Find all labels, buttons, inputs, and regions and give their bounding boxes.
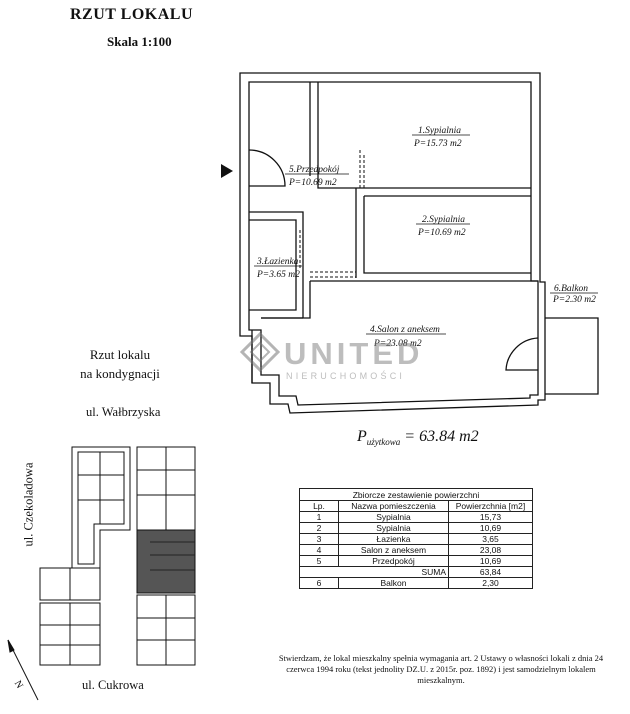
page-title: RZUT LOKALU: [70, 6, 194, 23]
table-header-area: Powierzchnia [m2]: [448, 500, 533, 512]
table-row: 1 Sypialnia 15,73: [299, 511, 533, 523]
table-caption: Zbiorcze zestawienie powierzchni: [299, 488, 533, 501]
site-caption-line2: na kondygnacji: [80, 366, 160, 381]
street-top: ul. Wałbrzyska: [86, 405, 161, 419]
north-label: N: [12, 679, 25, 691]
room-4-name: 4.Salon z aneksem: [370, 325, 440, 335]
table-row: 2 Sypialnia 10,69: [299, 522, 533, 534]
table-sum-label: SUMA: [338, 566, 449, 578]
table-cell: 6: [299, 577, 339, 589]
street-bottom: ul. Cukrowa: [82, 678, 144, 692]
street-left: ul. Czekoladowa: [21, 462, 36, 547]
table-cell: 15,73: [448, 511, 533, 523]
table-header-name: Nazwa pomieszczenia: [338, 500, 449, 512]
table-row: 5 Przedpokój 10,69: [299, 555, 533, 567]
room-5-area: P=10.69 m2: [288, 178, 337, 188]
site-caption-line1: Rzut lokalu: [89, 347, 151, 362]
table-cell: Salon z aneksem: [338, 544, 449, 556]
room-4-area: P=23.08 m2: [373, 339, 422, 349]
table-sum-value: 63,84: [448, 566, 533, 578]
room-1-name: 1.Sypialnia: [418, 126, 461, 136]
total-area-value: = 63.84 m2: [404, 428, 479, 445]
table-cell: 5: [299, 555, 339, 567]
watermark-sub: NIERUCHOMOŚCI: [286, 370, 405, 381]
table-cell: 4: [299, 544, 339, 556]
table-cell: Łazienka: [338, 533, 449, 545]
table-row: 3 Łazienka 3,65: [299, 533, 533, 545]
table-cell: 2: [299, 522, 339, 534]
total-area-subscript: użytkowa: [366, 437, 401, 448]
watermark-brand: UNITED: [284, 336, 423, 371]
united-logo: UNITED NIERUCHOMOŚCI: [239, 331, 423, 381]
room-5-name: 5.Przedpokój: [289, 165, 340, 175]
table-row: 6 Balkon 2,30: [299, 577, 533, 589]
table-cell: Przedpokój: [338, 555, 449, 567]
table-cell: Sypialnia: [338, 522, 449, 534]
room-6-area: P=2.30 m2: [552, 295, 596, 305]
room-3-area: P=3.65 m2: [256, 270, 300, 280]
total-area: Pużytkowa = 63.84 m2: [357, 428, 479, 447]
room-6-name: 6.Balkon: [554, 284, 588, 294]
table-cell: 2,30: [448, 577, 533, 589]
table-cell: Balkon: [338, 577, 449, 589]
table-header-lp: Lp.: [299, 500, 339, 512]
room-2-area: P=10.69 m2: [417, 228, 466, 238]
legal-statement: Stwierdzam, że lokal mieszkalny spełnia …: [278, 653, 604, 685]
room-3-name: 3.Łazienka: [256, 257, 299, 267]
area-summary-table: Zbiorcze zestawienie powierzchni Lp. Naz…: [299, 488, 533, 589]
table-cell: 10,69: [448, 522, 533, 534]
table-cell: 3: [299, 533, 339, 545]
table-sum-row: SUMA 63,84: [299, 566, 533, 578]
table-cell: Sypialnia: [338, 511, 449, 523]
room-2-name: 2.Sypialnia: [422, 215, 465, 225]
table-cell: 1: [299, 511, 339, 523]
room-1-area: P=15.73 m2: [413, 139, 462, 149]
site-plan: [7, 446, 196, 701]
table-row: 4 Salon z aneksem 23,08: [299, 544, 533, 556]
entrance-arrow-icon: [221, 164, 233, 178]
scale-label: Skala 1:100: [107, 34, 172, 49]
total-area-symbol: P: [357, 428, 367, 445]
table-cell: 23,08: [448, 544, 533, 556]
table-cell: 10,69: [448, 555, 533, 567]
table-cell: 3,65: [448, 533, 533, 545]
